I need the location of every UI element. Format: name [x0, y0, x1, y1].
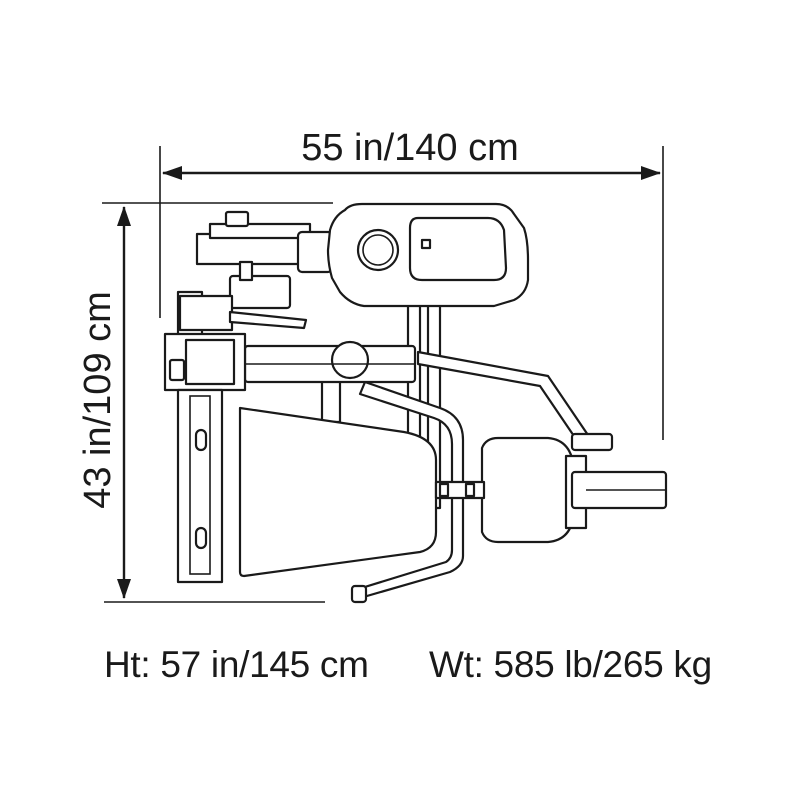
beam-pivot: [330, 340, 370, 380]
connector-bolt-left: [438, 482, 450, 498]
left-knob: [168, 358, 186, 382]
depth-label: 43 in/109 cm: [77, 291, 119, 509]
lever-handle: [228, 310, 308, 330]
handle-grip: [570, 432, 614, 452]
lever-link: [238, 260, 254, 282]
depth-dimension: 43 in/109 cm: [77, 202, 333, 603]
front-pad: [480, 436, 576, 544]
left-pivot-inner: [184, 338, 236, 386]
adjuster-cap: [224, 210, 250, 228]
housing-round-window: [356, 228, 400, 272]
lever-slot-top: [194, 428, 208, 452]
housing-display: [408, 216, 508, 282]
width-dimension: 55 in/140 cm: [159, 127, 664, 440]
lever-arm-inner: [189, 395, 211, 575]
width-label: 55 in/140 cm: [301, 127, 519, 169]
seat-pad: [238, 406, 438, 578]
height-spec: Ht: 57 in/145 cm: [104, 644, 369, 685]
pulley-housing: [228, 274, 292, 310]
weight-spec: Wt: 585 lb/265 kg: [429, 644, 712, 685]
adjuster-top: [208, 222, 312, 240]
housing-round-window-inner: [362, 234, 394, 266]
display-button: [420, 238, 432, 250]
lever-arm-left: [176, 388, 224, 584]
lever-slot-bottom: [194, 526, 208, 550]
connector-bolt-right: [464, 482, 476, 498]
foot-peg: [350, 584, 368, 604]
pulley-frame: [178, 294, 234, 332]
machine-outline: [163, 202, 668, 604]
handle-arm: [416, 350, 592, 444]
adjuster-handle-block: [296, 230, 334, 274]
